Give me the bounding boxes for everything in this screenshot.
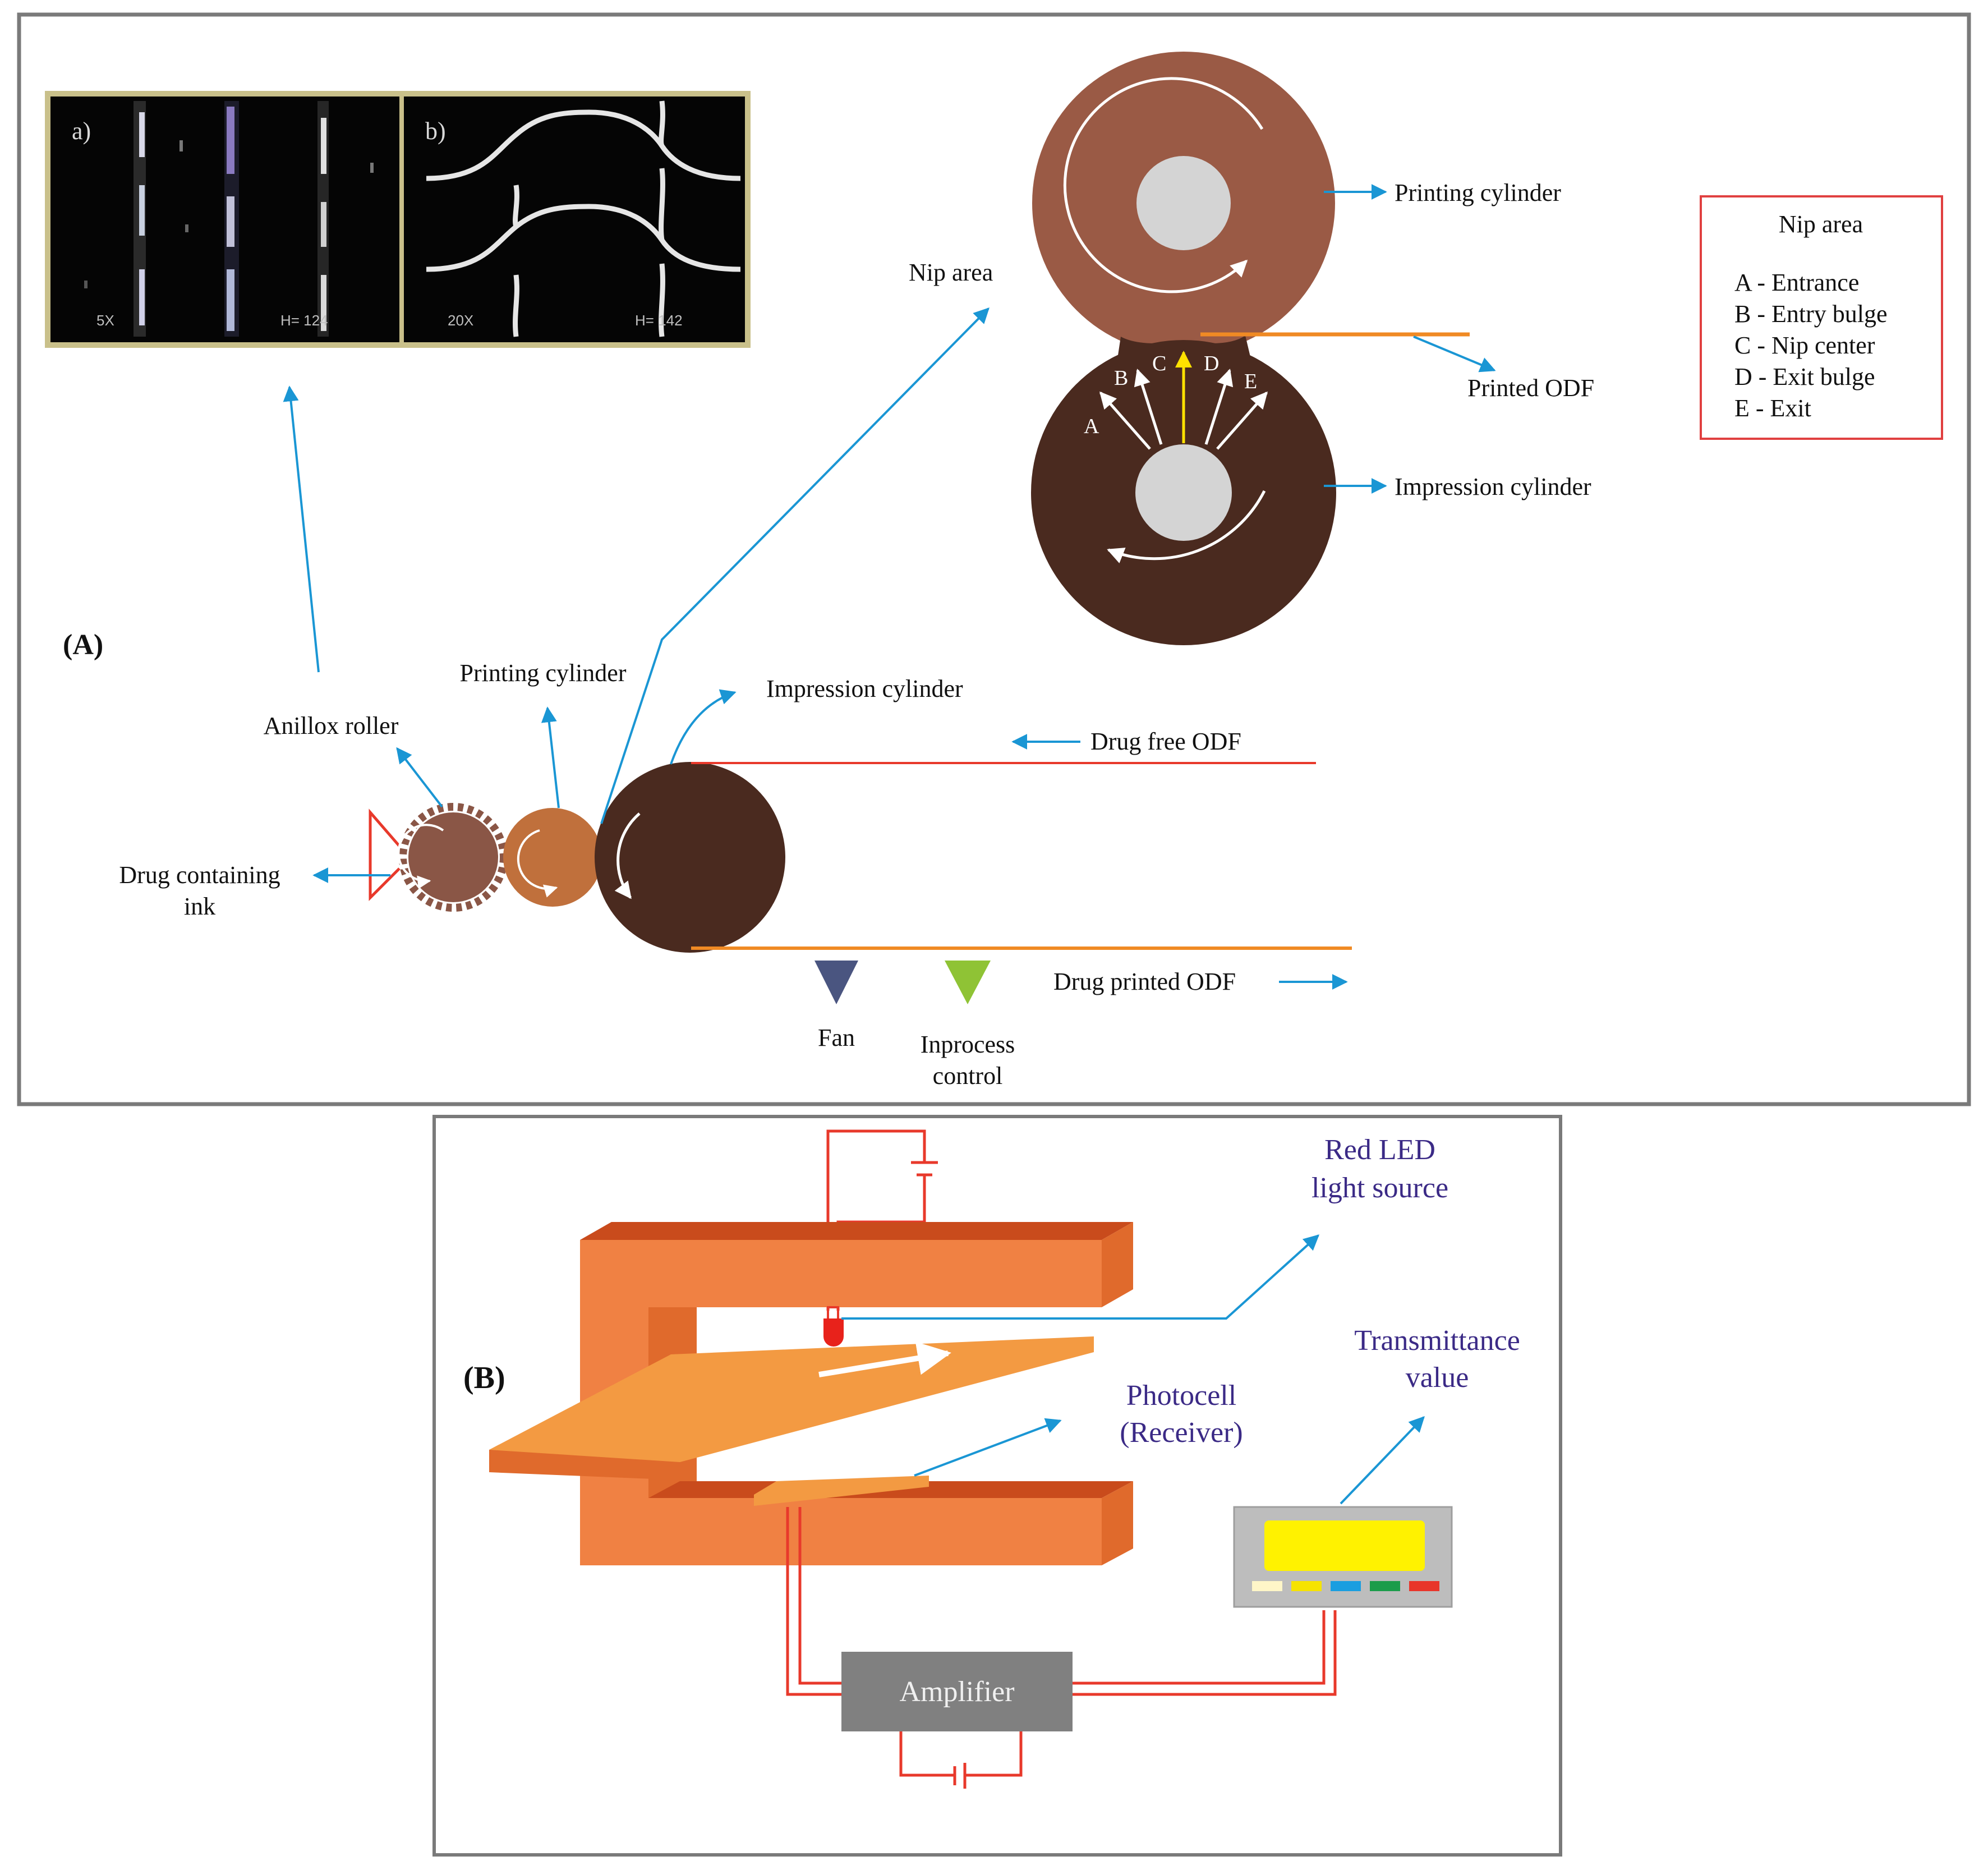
printing-cylinder-zoom-label: Printing cylinder — [1395, 179, 1561, 206]
panel-a-label: (A) — [63, 629, 103, 661]
c-frame-top-face — [580, 1222, 1133, 1240]
zoom-cylinders: A B C D E Printed ODF Printing cylinder … — [1031, 52, 1594, 645]
impression-cylinder-label: Impression cylinder — [766, 675, 963, 702]
photocell — [754, 1418, 1062, 1506]
c-frame — [580, 1222, 1133, 1565]
drug-free-odf-label: Drug free ODF — [1090, 728, 1241, 755]
impression-cylinder-small — [595, 762, 785, 953]
nip-area-arrow — [600, 307, 990, 824]
c-frame-top-side — [1102, 1222, 1133, 1307]
micrograph-b-image — [404, 97, 745, 342]
amplifier-box — [841, 1652, 1073, 1731]
red-led — [823, 1306, 844, 1347]
c-frame-top-arm — [580, 1240, 1102, 1307]
nip-legend-title: Nip area — [1779, 210, 1863, 238]
meter-button — [1252, 1581, 1282, 1591]
micrograph-b-id: b) — [425, 117, 446, 145]
film-strip-edge — [489, 1450, 680, 1480]
micrograph-b-magnification: 20X — [448, 312, 473, 329]
transmittance-label-1: Transmittance — [1354, 1325, 1520, 1357]
impression-cylinder-hub — [1135, 444, 1232, 541]
nip-legend-item: C - Nip center — [1734, 332, 1875, 359]
fan-icon — [814, 961, 858, 1004]
panel-a: (A) — [17, 12, 1971, 1106]
meter-button — [1370, 1581, 1400, 1591]
led-icon — [823, 1318, 844, 1347]
anillox-to-micrograph-arrow — [283, 385, 320, 673]
meter-button — [1291, 1581, 1322, 1591]
nip-legend-item: E - Exit — [1734, 394, 1811, 422]
ink-tray — [369, 808, 401, 902]
meter-display — [1264, 1520, 1425, 1571]
micrograph-a-h-value: H= 124 — [280, 312, 328, 329]
transmittance-meter — [1233, 1416, 1453, 1608]
nip-point-a: A — [1084, 415, 1099, 438]
amplifier: Amplifier — [841, 1652, 1073, 1731]
inprocess-control-icon — [945, 961, 991, 1004]
nip-arrows — [1099, 351, 1268, 450]
film-direction-arrow — [818, 1341, 951, 1377]
panel-b: (B) — [432, 1115, 1562, 1857]
inprocess-control-label-2: control — [933, 1062, 1003, 1090]
micrograph-b-h-value: H= 142 — [635, 312, 683, 329]
anillox-rotation-arrow — [397, 824, 444, 889]
impression-cylinder-zoom-label: Impression cylinder — [1395, 473, 1591, 500]
meter-button — [1409, 1581, 1439, 1591]
micrograph-b-cells — [426, 100, 741, 337]
nip-legend: Nip area A - Entrance B - Entry bulge C … — [1700, 195, 1943, 440]
amplifier-circuit — [786, 1507, 1337, 1789]
photocell-plate — [754, 1476, 929, 1506]
printing-cylinder-arrow — [541, 706, 560, 808]
nip-point-c: C — [1152, 352, 1166, 375]
printed-odf-label: Printed ODF — [1467, 374, 1594, 402]
photocell-label-2: (Receiver) — [1120, 1417, 1242, 1449]
photocell-arrow — [914, 1418, 1062, 1477]
amplifier-label: Amplifier — [899, 1676, 1014, 1708]
nip-area-label: Nip area — [909, 259, 993, 286]
impression-cylinder-arrow — [670, 689, 737, 765]
c-frame-bottom-side — [1102, 1481, 1133, 1565]
nip-point-e: E — [1244, 370, 1257, 393]
drug-containing-ink-label-2: ink — [184, 893, 215, 920]
printed-odf-arrow — [1413, 336, 1496, 373]
printing-small-rotation-arrow — [517, 829, 558, 898]
micrograph-a-id: a) — [72, 117, 91, 145]
nip-point-d: D — [1204, 352, 1219, 375]
impression-small-rotation-arrow — [614, 812, 641, 899]
nip-legend-item: A - Entrance — [1734, 269, 1859, 296]
red-led-label-2: light source — [1311, 1172, 1448, 1204]
nip-legend-box — [1700, 195, 1943, 440]
film-strip — [489, 1336, 1094, 1480]
anillox-roller-label: Anillox roller — [264, 712, 399, 739]
anillox-roller-arrow — [396, 747, 443, 808]
printing-line: Fan Inprocess control Anillox roller Pri… — [119, 259, 1352, 1090]
meter-button — [1331, 1581, 1361, 1591]
panel-b-label: (B) — [463, 1361, 505, 1395]
drug-containing-ink-label-1: Drug containing — [119, 861, 280, 889]
red-led-arrow — [841, 1234, 1320, 1320]
c-frame-bottom-arm — [580, 1498, 1102, 1565]
fan-label: Fan — [818, 1024, 855, 1051]
micrograph-a-magnification: 5X — [96, 312, 114, 329]
nip-legend-item: D - Exit bulge — [1734, 363, 1875, 390]
inprocess-control-label-1: Inprocess — [921, 1031, 1015, 1058]
transmittance-label-2: value — [1406, 1362, 1469, 1394]
micrograph-a-cells — [84, 101, 374, 337]
nip-point-b: B — [1114, 366, 1128, 390]
transmittance-arrow — [1340, 1416, 1425, 1505]
red-led-label-1: Red LED — [1324, 1134, 1435, 1166]
nip-bulge — [1117, 336, 1251, 359]
printing-cylinder-hub — [1136, 156, 1231, 250]
drug-printed-odf-label: Drug printed ODF — [1053, 968, 1236, 995]
photocell-label-1: Photocell — [1126, 1380, 1236, 1412]
nip-legend-item: B - Entry bulge — [1734, 300, 1888, 328]
impression-rotation-arrow — [1107, 490, 1266, 563]
micrograph-inset: a) b) 5X H= 124 20X H= 142 — [45, 91, 751, 348]
printing-cylinder-label: Printing cylinder — [460, 659, 627, 687]
printing-rotation-arrow — [1063, 77, 1264, 293]
